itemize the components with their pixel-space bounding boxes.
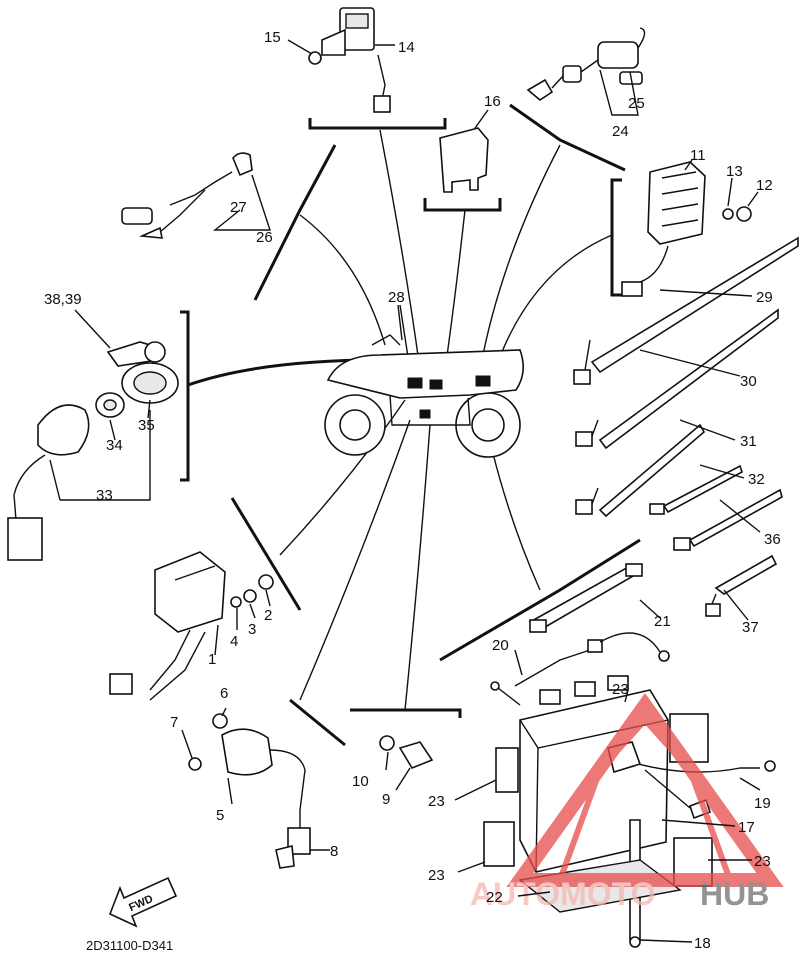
callout-20: 20 <box>492 637 509 654</box>
cover-part <box>439 127 489 193</box>
callout-22: 22 <box>486 889 503 906</box>
atv-vehicle <box>324 334 524 458</box>
callout-25: 25 <box>628 95 645 112</box>
callout-1: 1 <box>208 651 216 668</box>
lead-wire-26 <box>121 152 253 239</box>
callout-15: 15 <box>264 29 281 46</box>
callout-23-right: 23 <box>754 853 771 870</box>
watermark-triangle <box>506 692 784 887</box>
callout-6: 6 <box>220 685 228 702</box>
callout-10: 10 <box>352 773 369 790</box>
callout-13: 13 <box>726 163 743 180</box>
callout-2: 2 <box>264 607 272 624</box>
battery-band <box>528 563 643 633</box>
callout-8: 8 <box>330 843 338 860</box>
callout-19: 19 <box>754 795 771 812</box>
neutral-switch <box>379 735 434 769</box>
watermark-text-hub: HUB <box>700 876 769 912</box>
fwd-arrow: FWD <box>108 876 178 928</box>
callout-numbers: 1 2 3 4 5 6 7 8 9 10 11 12 13 14 15 16 1… <box>44 29 781 952</box>
cable-ties <box>573 236 799 617</box>
callout-23-top: 23 <box>612 681 629 698</box>
callout-18: 18 <box>694 935 711 952</box>
callout-26: 26 <box>256 229 273 246</box>
watermark-text-auto: AUTOMOTO <box>470 876 655 912</box>
callout-7: 7 <box>170 714 178 731</box>
callout-16: 16 <box>484 93 501 110</box>
watermark: AUTOMOTO HUB <box>470 692 784 912</box>
ignition-coil <box>188 713 311 869</box>
callout-9: 9 <box>382 791 390 808</box>
callout-3: 3 <box>248 621 256 638</box>
main-switch <box>7 341 179 561</box>
diagram-code: 2D31100-D341 <box>86 938 173 953</box>
leader-lines <box>187 129 613 711</box>
callout-14: 14 <box>398 39 415 56</box>
callout-24: 24 <box>612 123 629 140</box>
callout-33: 33 <box>96 487 113 504</box>
callout-11: 11 <box>690 147 706 164</box>
sensor-lead <box>526 27 646 101</box>
callout-35: 35 <box>138 417 155 434</box>
relay-assembly <box>308 7 391 113</box>
callout-34: 34 <box>106 437 123 454</box>
callout-38-39: 38,39 <box>44 291 82 308</box>
callout-17: 17 <box>738 819 755 836</box>
callout-12: 12 <box>756 177 773 194</box>
callout-5: 5 <box>216 807 224 824</box>
callout-21: 21 <box>654 613 671 630</box>
callout-32: 32 <box>748 471 765 488</box>
callout-27: 27 <box>230 199 247 216</box>
callout-4: 4 <box>230 633 238 650</box>
callout-leaders <box>49 39 761 943</box>
callout-29: 29 <box>756 289 773 306</box>
callout-23-left: 23 <box>428 793 445 810</box>
callout-37: 37 <box>742 619 759 636</box>
callout-31: 31 <box>740 433 757 450</box>
callout-30: 30 <box>740 373 757 390</box>
callout-28: 28 <box>388 289 405 306</box>
callout-23-bottom-left: 23 <box>428 867 445 884</box>
callout-36: 36 <box>764 531 781 548</box>
group-brackets <box>180 103 641 747</box>
rectifier-regulator <box>109 551 274 701</box>
